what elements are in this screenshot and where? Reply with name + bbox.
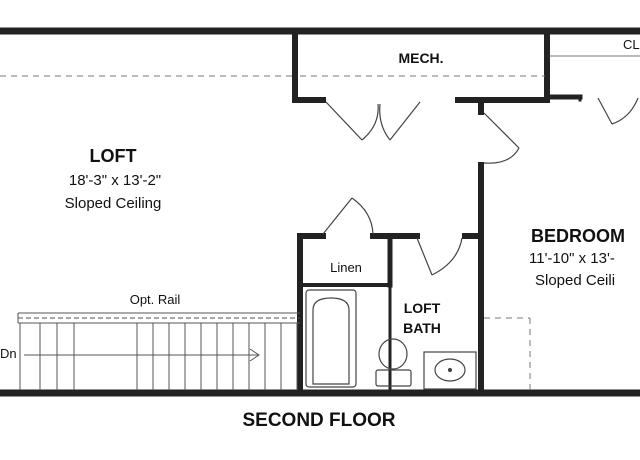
- floor-caption: SECOND FLOOR: [242, 410, 396, 431]
- stair-direction-arrowhead: [249, 348, 260, 362]
- optional-rail-label: Opt. Rail: [129, 292, 181, 307]
- linen-door-swing: [351, 197, 374, 235]
- mech-door-left-leaf: [325, 101, 363, 141]
- vanity-outline: [423, 351, 477, 390]
- mech-door-left-swing: [361, 103, 379, 141]
- mech-door-right-swing: [379, 103, 391, 141]
- bedroom-door-swing: [483, 147, 520, 164]
- linen-closet-name: Linen: [330, 260, 362, 275]
- loft-ceiling-note: Sloped Ceiling: [64, 195, 162, 212]
- loft-bath-name-line2: BATH: [403, 320, 441, 336]
- loft-bath-name-line1: LOFT: [403, 300, 441, 316]
- closet-room-name: CL: [623, 37, 640, 52]
- toilet-tank: [375, 369, 412, 387]
- sink-drain: [447, 367, 453, 373]
- linen-door-leaf: [322, 197, 353, 235]
- loft-room-name: LOFT: [89, 146, 137, 166]
- loft-dimensions: 18'-3" x 13'-2": [68, 172, 162, 189]
- bedroom-door-leaf: [483, 112, 520, 149]
- bath-door-swing: [431, 237, 463, 276]
- sink-basin: [434, 358, 466, 382]
- stairs-down-label: Dn: [0, 346, 17, 361]
- bathtub-basin: [312, 297, 350, 385]
- bath-door-leaf: [416, 237, 433, 276]
- bedroom-ceiling-note: Sloped Ceili: [535, 272, 616, 289]
- closet-door-swing: [611, 97, 639, 125]
- mech-room-name: MECH.: [398, 50, 444, 66]
- bedroom-room-name: BEDROOM: [531, 226, 625, 246]
- bathtub-outline: [305, 289, 357, 388]
- closet-door-leaf: [597, 97, 613, 125]
- toilet-bowl: [378, 338, 408, 370]
- bedroom-dimensions: 11'-10" x 13'-: [529, 250, 615, 267]
- mech-door-right-leaf: [389, 101, 421, 141]
